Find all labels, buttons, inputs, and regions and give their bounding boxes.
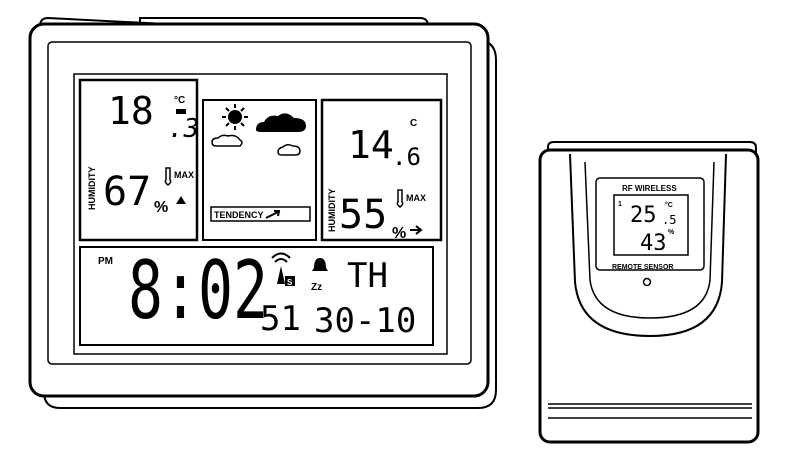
- indoor-panel: 18 .3 °C HUMIDITY 67 % MAX: [78, 78, 199, 242]
- ampm-indicator: PM: [98, 256, 113, 267]
- clock-weekday: TH: [347, 256, 388, 296]
- sensor-temp-unit: °C: [665, 201, 673, 209]
- sensor-label: REMOTE SENSOR: [612, 264, 673, 271]
- sun-icon: [222, 104, 248, 130]
- tendency-bar: [210, 206, 311, 222]
- indoor-temp-decimal: .3: [168, 114, 199, 144]
- forecast-panel: TENDENCY: [202, 99, 317, 241]
- cloud-icon: [256, 113, 306, 132]
- station-screen: [73, 73, 448, 355]
- indoor-humidity-unit: %: [154, 199, 168, 216]
- indoor-max-label: MAX: [174, 170, 194, 180]
- tendency-arrow-icon: [265, 210, 281, 219]
- clock-date: 30-10: [314, 301, 416, 341]
- outdoor-temp-unit: C: [410, 118, 417, 129]
- forecast-panel-border: [202, 99, 317, 241]
- weather-station: 18 .3 °C HUMIDITY 67 % MAX TENDENCY: [28, 16, 497, 409]
- sensor-lcd: [613, 194, 689, 256]
- sensor-led-icon: [642, 277, 652, 287]
- sensor-title: RF WIRELESS: [622, 184, 677, 193]
- indoor-thermometer-icon: [164, 167, 172, 186]
- tendency-label: TENDENCY: [214, 210, 264, 220]
- station-frame: [28, 22, 490, 398]
- sensor-display-bezel: [595, 177, 705, 271]
- trend-up-icon: [176, 196, 186, 204]
- outdoor-panel-border: [320, 98, 443, 242]
- trend-steady-icon: [410, 225, 423, 235]
- sensor-humidity: 43: [640, 231, 667, 256]
- sensor-temp-whole: 25: [630, 203, 657, 228]
- remote-sensor: RF WIRELESS 1 25 .5 °C 43 % REMOTE SENSO…: [538, 141, 760, 444]
- clock-seconds: 51: [260, 299, 301, 339]
- rcc-badge-label: S: [287, 278, 293, 287]
- rcc-badge: [285, 276, 295, 286]
- radio-signal-icon: [271, 252, 291, 284]
- outdoor-max-label: MAX: [406, 193, 426, 203]
- sensor-temp-decimal: .5: [662, 213, 676, 227]
- small-cloud-icon-2: [277, 143, 301, 156]
- small-cloud-icon: [211, 134, 243, 147]
- outdoor-panel: 14 .6 C HUMIDITY 55 % MAX: [320, 98, 443, 242]
- outdoor-humidity-unit: %: [392, 225, 406, 242]
- outdoor-humidity-label: HUMIDITY: [327, 189, 337, 233]
- outdoor-thermometer-icon: [396, 189, 404, 208]
- clock-panel-border: [79, 246, 434, 346]
- alarm-bell-icon: [312, 258, 328, 271]
- indoor-humidity-label: HUMIDITY: [87, 167, 97, 211]
- sensor-channel: 1: [618, 201, 622, 208]
- sensor-face-outer: [569, 153, 727, 338]
- outdoor-temp-whole: 14: [348, 123, 394, 167]
- indoor-temp-unit: °C: [174, 95, 185, 106]
- indoor-signal-icon: [176, 109, 186, 114]
- clock-time: 8:02: [128, 244, 268, 337]
- station-back-edge: [39, 16, 497, 409]
- outdoor-temp-decimal: .6: [392, 143, 421, 171]
- sensor-top-edge: [547, 141, 757, 154]
- clock-panel: PM 8:02 51 S Zz TH 30-10: [79, 244, 434, 346]
- sensor-face-inner: [584, 161, 715, 319]
- sensor-humidity-unit: %: [668, 229, 675, 236]
- snooze-indicator: Zz: [311, 282, 322, 293]
- outdoor-humidity: 55: [339, 192, 387, 238]
- indoor-humidity: 67: [103, 169, 151, 215]
- indoor-temp-whole: 18: [108, 89, 154, 133]
- indoor-panel-border: [78, 78, 199, 242]
- sensor-base-lines: [548, 403, 752, 419]
- station-bezel: [47, 41, 472, 365]
